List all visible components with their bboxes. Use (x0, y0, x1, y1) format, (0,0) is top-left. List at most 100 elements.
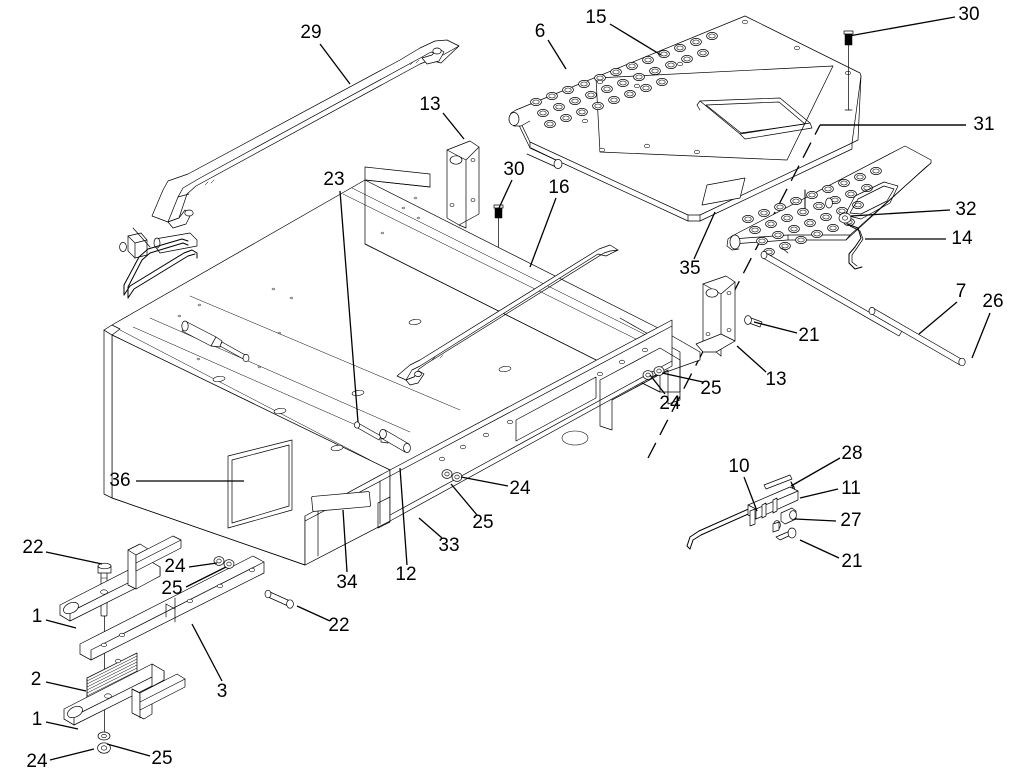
callout-28[interactable]: 28 (790, 443, 863, 487)
callout-21[interactable]: 21 (753, 321, 820, 346)
callout-number-15: 15 (585, 7, 606, 28)
part-bolt-22-lower (264, 589, 294, 609)
callout-leader-11 (799, 488, 839, 499)
callout-25[interactable]: 25 (450, 483, 494, 533)
perforation-field-left (530, 32, 718, 128)
callout-13[interactable]: 13 (419, 94, 465, 140)
callout-leader-3 (191, 623, 223, 682)
part-decal-35 (701, 177, 746, 206)
callout-number-24: 24 (26, 751, 48, 772)
callout-24[interactable]: 24 (649, 374, 681, 414)
callout-22[interactable]: 22 (296, 605, 350, 636)
callout-12[interactable]: 12 (395, 467, 417, 585)
callout-34[interactable]: 34 (336, 509, 358, 593)
part-rod-26 (868, 307, 966, 367)
callout-24[interactable]: 24 (460, 476, 531, 499)
callout-31[interactable]: 31 (820, 114, 995, 135)
part-lower-long-rail (389, 319, 673, 522)
callout-number-21: 21 (798, 325, 819, 346)
callout-number-25: 25 (472, 512, 493, 533)
callout-29[interactable]: 29 (300, 22, 351, 85)
callout-number-26: 26 (982, 291, 1003, 312)
callout-number-33: 33 (438, 535, 459, 556)
callout-number-7: 7 (956, 281, 967, 302)
callout-1[interactable]: 1 (32, 709, 79, 730)
part-nut-24-tube (213, 556, 225, 566)
part-nut-24-right (642, 370, 654, 380)
callout-number-22: 22 (328, 615, 349, 636)
callout-3[interactable]: 3 (191, 623, 227, 702)
callout-26[interactable]: 26 (971, 291, 1004, 359)
part-screw-30-upper (843, 30, 854, 111)
callout-leader-1 (45, 619, 77, 629)
part-washer-25-bottom (97, 731, 111, 741)
callout-leader-33 (418, 517, 443, 539)
callout-leader-24 (460, 476, 509, 487)
callout-number-10: 10 (728, 456, 749, 477)
part-washer-25-bed (451, 472, 463, 482)
callout-6[interactable]: 6 (535, 21, 567, 70)
callout-25[interactable]: 25 (161, 566, 227, 599)
callout-number-29: 29 (300, 22, 321, 43)
callout-leader-27 (794, 518, 837, 522)
callout-number-24: 24 (659, 393, 681, 414)
callout-32[interactable]: 32 (850, 199, 977, 220)
callout-number-13: 13 (419, 94, 440, 115)
part-roller-12 (379, 429, 411, 453)
callout-25[interactable]: 25 (106, 743, 173, 769)
callout-24[interactable]: 24 (164, 556, 218, 577)
callout-leader-22 (45, 551, 103, 565)
callout-number-27: 27 (840, 510, 861, 531)
callout-30[interactable]: 30 (848, 4, 980, 37)
callout-14[interactable]: 14 (865, 228, 973, 249)
callout-number-2: 2 (31, 669, 42, 690)
callout-leader-10 (743, 476, 758, 512)
callout-leader-25 (106, 743, 151, 757)
callout-30[interactable]: 30 (498, 159, 525, 209)
callout-number-28: 28 (841, 443, 862, 464)
callout-21[interactable]: 21 (799, 539, 863, 572)
part-nut-24-bed (441, 469, 453, 479)
callout-leader-24 (188, 562, 218, 568)
callout-number-25: 25 (161, 578, 182, 599)
callout-11[interactable]: 11 (799, 478, 861, 499)
callout-35[interactable]: 35 (679, 211, 716, 279)
callout-27[interactable]: 27 (794, 510, 862, 531)
callout-7[interactable]: 7 (918, 281, 967, 335)
callout-leader-34 (342, 509, 348, 573)
part-small-hardware-left (119, 227, 198, 259)
part-washer-25-tube (223, 559, 235, 569)
part-rod-7 (760, 247, 903, 337)
callout-leader-24 (649, 374, 666, 395)
callout-10[interactable]: 10 (728, 456, 758, 512)
callout-24[interactable]: 24 (26, 748, 95, 772)
callout-1[interactable]: 1 (32, 606, 77, 629)
callout-36[interactable]: 36 (109, 470, 244, 491)
callout-number-6: 6 (535, 21, 546, 42)
part-cylinder-bolt-left (181, 320, 250, 362)
callout-leader-22 (296, 605, 331, 622)
callout-leader-23 (339, 190, 359, 423)
callout-number-24: 24 (164, 556, 186, 577)
callout-22[interactable]: 22 (22, 537, 103, 565)
callout-16[interactable]: 16 (529, 177, 570, 268)
callout-13[interactable]: 13 (736, 345, 787, 390)
callout-leader-32 (850, 209, 951, 217)
part-washer-25-right (653, 366, 665, 376)
part-interior-rail (396, 244, 619, 386)
callout-15[interactable]: 15 (585, 7, 662, 56)
callout-number-14: 14 (951, 228, 973, 249)
callout-leader-1 (45, 721, 79, 730)
callout-number-12: 12 (395, 564, 416, 585)
perforation-field-right (742, 167, 882, 256)
callout-23[interactable]: 23 (323, 169, 359, 423)
callout-25[interactable]: 25 (661, 372, 722, 399)
callout-number-16: 16 (548, 177, 569, 198)
callout-number-35: 35 (679, 258, 700, 279)
callout-33[interactable]: 33 (418, 517, 460, 556)
callout-number-11: 11 (841, 478, 861, 499)
callout-leader-29 (319, 43, 351, 85)
callout-2[interactable]: 2 (31, 669, 87, 692)
